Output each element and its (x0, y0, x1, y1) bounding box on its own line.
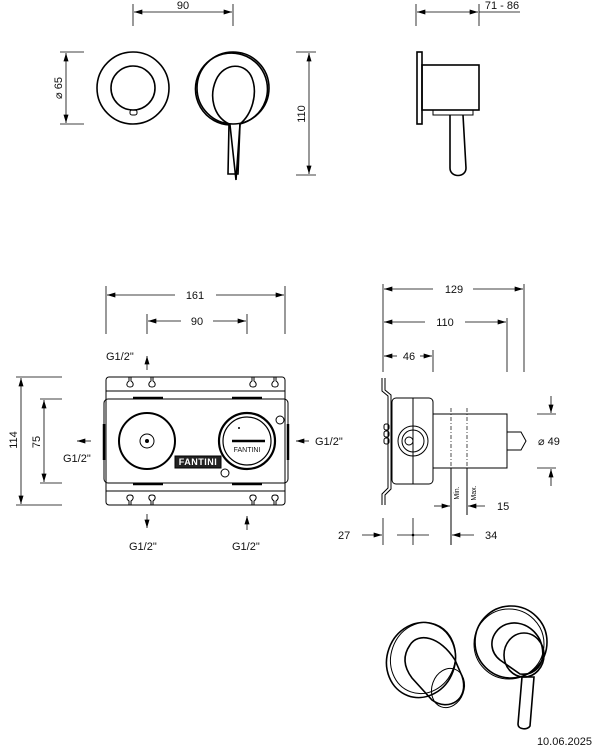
drawing-date: 10.06.2025 (537, 736, 592, 748)
dim-total-width-label: 161 (186, 290, 204, 302)
diverter-port (118, 412, 176, 470)
fixing-hole (275, 415, 285, 425)
brand-logo: FANTINI (179, 457, 218, 467)
diverter-knob (110, 65, 156, 111)
diverter-knob-3d (404, 636, 465, 706)
cartridge (222, 416, 272, 466)
min-label: Min. (454, 486, 461, 499)
side-view: 71 - 86 (415, 0, 520, 177)
mixer-rosette-rim (473, 608, 545, 680)
fixing-hole (220, 468, 230, 478)
cartridge-ring (217, 411, 277, 471)
max-label: Max. (471, 485, 478, 500)
dim-wall-left-label: 27 (338, 530, 350, 542)
diverter-rosette (96, 51, 170, 125)
side-lever (449, 114, 467, 177)
dim-inner-height-label: 75 (31, 436, 43, 448)
perspective-view (385, 605, 548, 730)
mixer-handle-face (503, 632, 545, 678)
dim-projection-label: 71 - 86 (485, 0, 519, 12)
diverter-indicator (129, 109, 138, 116)
inlet-bottom-right-label: G1/2" (232, 541, 260, 553)
lever-collar (432, 109, 474, 116)
dim-spacing-label: 90 (177, 0, 189, 12)
cartridge-extension (432, 413, 508, 469)
outlet-top-label: G1/2" (106, 351, 134, 363)
dim-diameter-label: ⌀ 49 (538, 436, 560, 448)
diverter-spindle-center (145, 439, 149, 443)
dim-center-spacing-label: 90 (191, 316, 203, 328)
bracket-profile (384, 378, 392, 505)
mixer-body-3d (491, 622, 544, 675)
mixer-lever (212, 65, 256, 175)
brand-logo-plate (174, 455, 222, 469)
body-side-view: 129 110 46 Min. Max. (338, 284, 560, 545)
dim-height-label: 110 (296, 105, 308, 123)
bracket-slots-bottom (126, 494, 279, 505)
dim-wall-right-label: 34 (485, 530, 497, 542)
mounting-bracket (105, 376, 286, 506)
dim-body-label: 46 (403, 351, 415, 363)
inlet-right-label: G1/2" (315, 436, 343, 448)
dim-range-label: 15 (497, 501, 509, 513)
dim-max-label: 110 (436, 317, 454, 329)
handle-body (421, 64, 480, 111)
center-dot (411, 533, 415, 537)
diverter-rosette-3d (385, 621, 457, 699)
cartridge-logo: FANTINI (234, 447, 261, 454)
bracket-ridge (383, 423, 390, 431)
spindle-tip (506, 431, 527, 451)
mixer-lever-3d (517, 676, 535, 730)
diverter-spindle (139, 433, 155, 449)
side-port-spindle (404, 436, 414, 446)
cartridge-dot (238, 427, 240, 429)
dim-diameter-label: ⌀ 65 (53, 77, 65, 99)
side-port-outer (397, 425, 429, 457)
mixer-rosette-ring (196, 51, 270, 125)
outlet-left-label: G1/2" (63, 453, 91, 465)
body-front-view: 161 90 G1/2" 114 75 (8, 286, 343, 553)
bracket-slots-top (126, 377, 279, 388)
front-view: 90 ⌀ 65 110 (53, 0, 316, 181)
bracket-ridge (383, 437, 390, 445)
bracket-profile (381, 378, 389, 505)
bracket-ridge (383, 430, 390, 438)
dim-total-height-label: 114 (8, 431, 20, 449)
outlet-bottom-left-label: G1/2" (129, 541, 157, 553)
diverter-knob-face (430, 667, 466, 709)
mixer-rosette-3d (474, 605, 548, 679)
dim-overall-label: 129 (445, 284, 463, 296)
side-port-inner (401, 429, 425, 453)
mixer-rosette (194, 52, 269, 181)
